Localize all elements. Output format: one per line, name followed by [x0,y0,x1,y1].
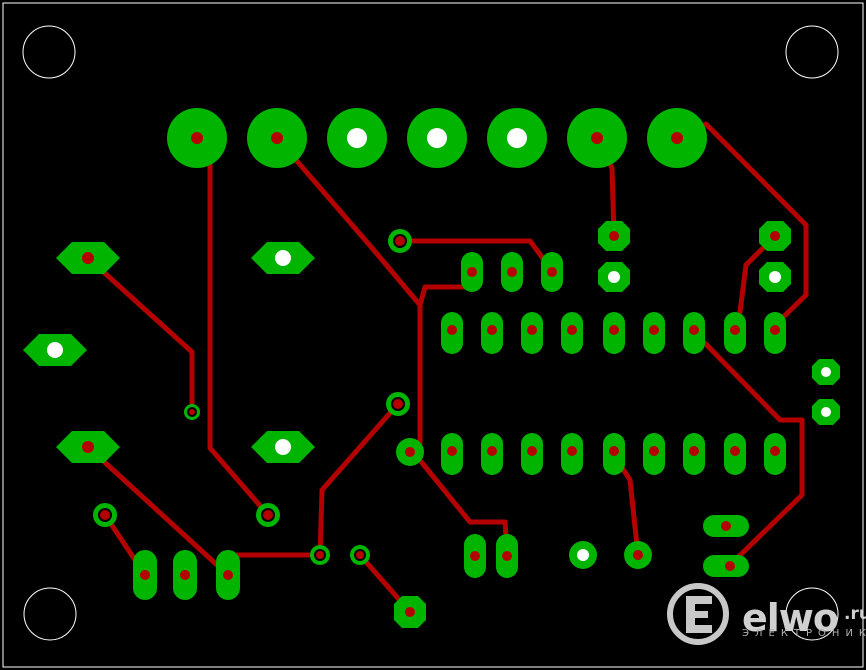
oval-pads-left [23,242,315,463]
trace [274,135,423,308]
watermark-brand: elwo .ru [742,596,866,640]
three-pad-group-top [461,252,563,292]
trace [691,329,805,568]
connector-top-row [167,108,707,168]
pad-hole [427,128,447,148]
three-pad-group-bottom [133,550,240,600]
oval-pad [251,242,315,274]
oval-pad [56,242,120,274]
trace [225,401,401,558]
trace [85,255,195,415]
watermark-subtitle: ЭЛЕКТРОНИКА [742,628,866,639]
mounting-hole-bottom-left [23,587,77,641]
oval-pad [23,334,87,366]
brand-name: elwo [742,596,839,640]
ic-footprint [441,312,786,475]
oval-pads-right [703,515,749,577]
mounting-hole-bottom-right [785,587,839,641]
octagon-pad-holes [405,231,831,617]
mounting-hole-top-right [785,25,839,79]
oval-pad [251,431,315,463]
pad-hole [507,128,527,148]
via-hole [271,132,283,144]
oval-pad [56,431,120,463]
trace [85,444,231,578]
mounting-hole-top-left [22,25,76,79]
via-hole [591,132,603,144]
pad-hole [347,128,367,148]
via-hole [191,132,203,144]
brand-tld: .ru [844,604,866,624]
elwo-logo-icon [667,583,729,645]
via-hole [671,132,683,144]
vias [93,229,652,569]
two-pad-group [464,534,518,578]
